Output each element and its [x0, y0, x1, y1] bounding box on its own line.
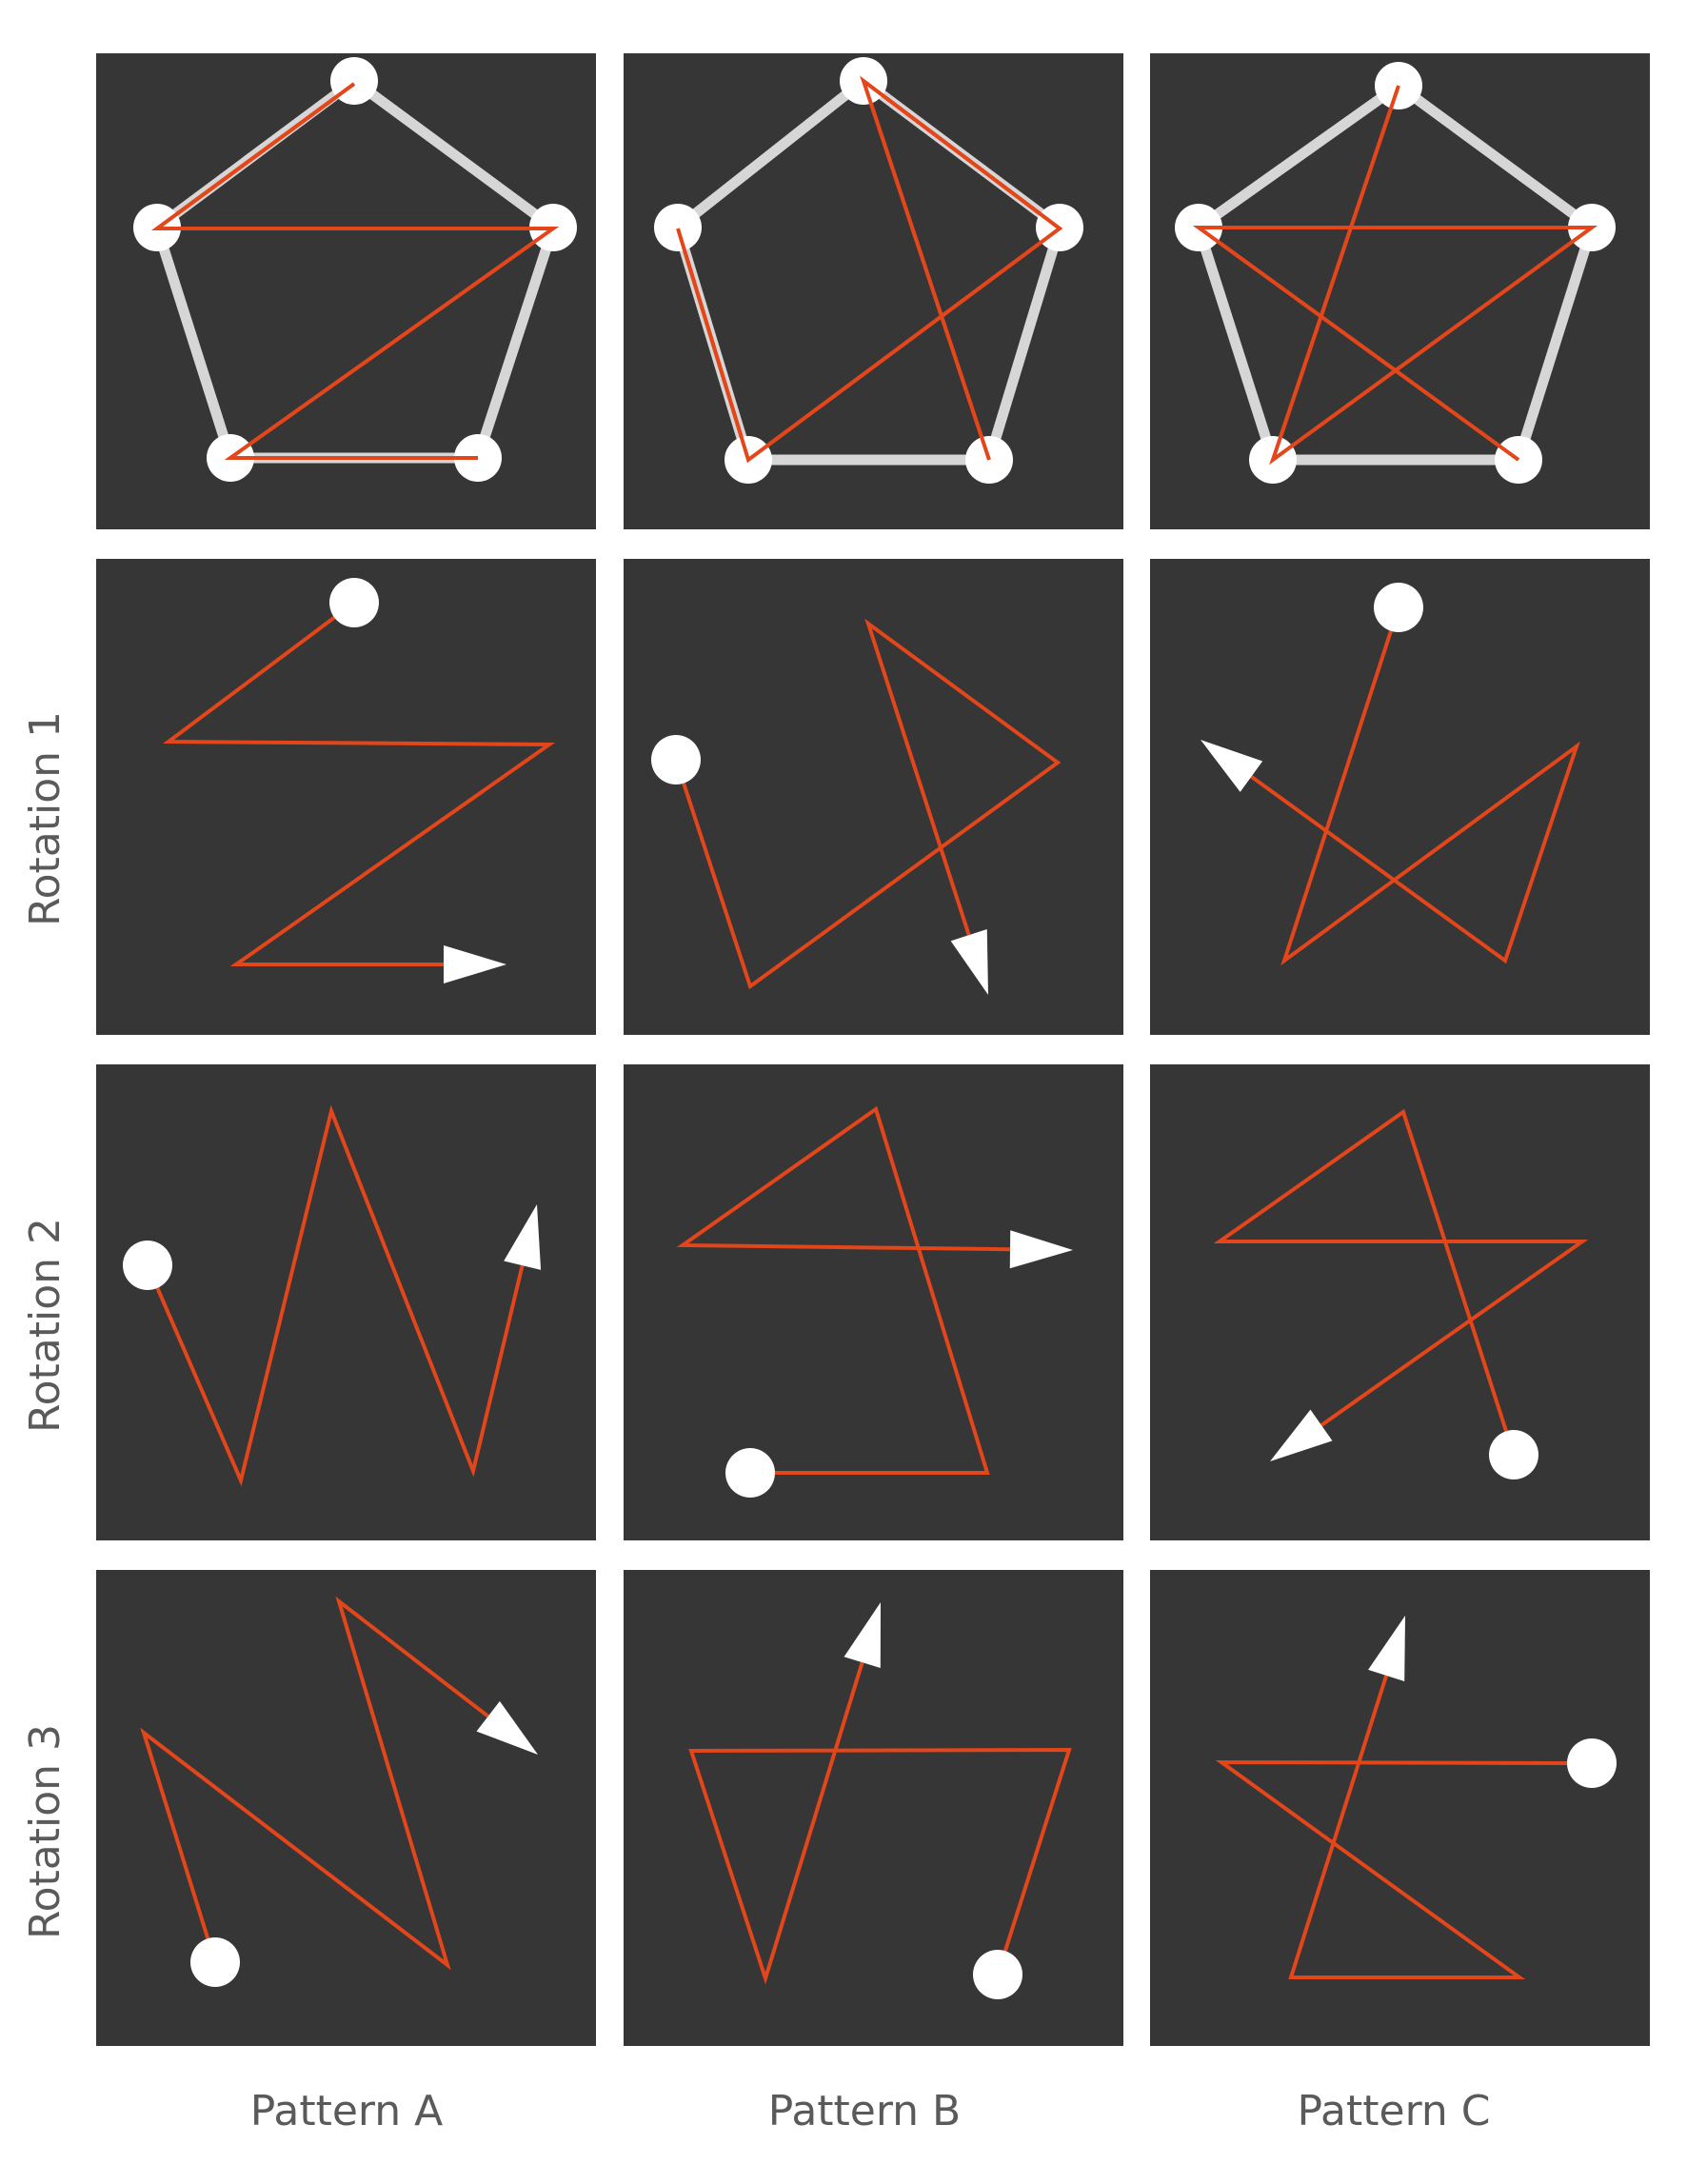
trajectory-path — [140, 1596, 489, 1971]
panel-r3-c0 — [96, 1570, 596, 2046]
panel-r3-c2 — [1150, 1570, 1650, 2046]
start-dot — [329, 578, 379, 627]
trajectory-path — [1250, 606, 1580, 966]
start-dot — [725, 1448, 775, 1498]
panel-r2-c1 — [624, 1064, 1123, 1540]
panel-r0-c0 — [96, 53, 596, 529]
start-dot — [973, 1950, 1022, 1999]
trajectory-path — [163, 601, 556, 966]
trajectory-path — [674, 618, 1062, 990]
panel-r0-c1 — [624, 53, 1123, 529]
row-label-rotation-3: Rotation 3 — [21, 1724, 69, 1939]
row-label-rotation-2: Rotation 2 — [21, 1218, 69, 1433]
pattern-path-overlay — [1192, 85, 1598, 466]
panel-background — [96, 1570, 596, 2046]
arrow-head — [1270, 1409, 1333, 1461]
start-dot — [651, 735, 701, 784]
column-label-pattern-a: Pattern A — [250, 2087, 443, 2135]
panel-r2-c0 — [96, 1064, 596, 1540]
panel-r1-c1 — [624, 559, 1123, 1035]
trajectory-path — [676, 1105, 1011, 1475]
panel-background — [624, 1064, 1123, 1540]
panel-r1-c0 — [96, 559, 596, 1035]
arrow-head — [844, 1602, 881, 1668]
panel-background — [96, 559, 596, 1035]
arrow-head — [1009, 1230, 1073, 1269]
panel-r1-c2 — [1150, 559, 1650, 1035]
panel-r3-c1 — [624, 1570, 1123, 2046]
start-dot — [190, 1937, 240, 1987]
panel-r0-c2 — [1150, 53, 1650, 529]
arrow-head — [1368, 1616, 1405, 1681]
trajectory-path — [146, 1104, 525, 1487]
start-dot — [1374, 583, 1423, 632]
column-label-pattern-c: Pattern C — [1297, 2087, 1490, 2135]
pattern-path-overlay — [150, 82, 560, 460]
arrow-head — [476, 1700, 538, 1755]
column-label-pattern-b: Pattern B — [768, 2087, 961, 2135]
panel-background — [1150, 559, 1650, 1035]
trajectory-path — [688, 1661, 1072, 1985]
start-dot — [123, 1241, 172, 1290]
pentagon-c-outline — [1193, 80, 1598, 466]
arrow-head — [1201, 740, 1263, 792]
trajectory-path — [1215, 1675, 1593, 1979]
arrow-head — [950, 929, 988, 995]
trajectory-path — [1213, 1108, 1589, 1456]
arrow-head — [504, 1204, 542, 1270]
arrow-head — [444, 945, 506, 983]
pattern-path-overlay — [676, 75, 1063, 464]
panel-grid — [96, 53, 1650, 2046]
panel-r2-c2 — [1150, 1064, 1650, 1540]
row-label-rotation-1: Rotation 1 — [21, 711, 69, 926]
panel-background — [96, 1064, 596, 1540]
panel-background — [624, 559, 1123, 1035]
panel-background — [1150, 1064, 1650, 1540]
start-dot — [1567, 1738, 1617, 1788]
vertex-node — [654, 204, 702, 251]
start-dot — [1489, 1430, 1538, 1479]
